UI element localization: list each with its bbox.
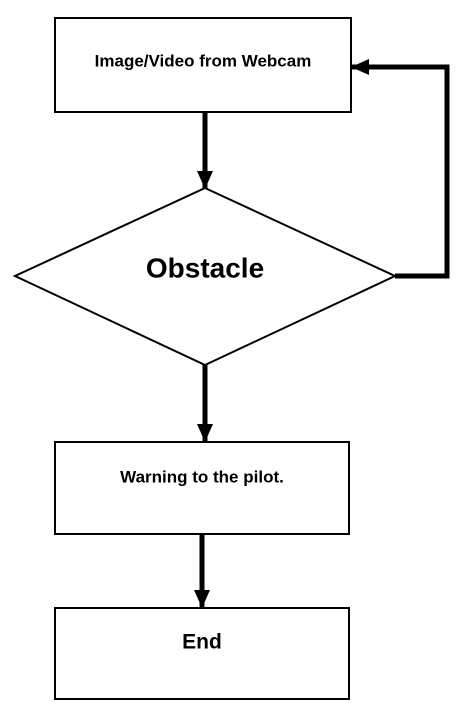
node-warning-box — [54, 441, 350, 535]
edge-decision-loop-to-input — [351, 59, 450, 279]
node-input-box — [54, 17, 352, 113]
node-end: End — [54, 607, 350, 700]
node-end-box — [54, 607, 350, 700]
node-decision-label: Obstacle — [146, 252, 264, 283]
node-warning: Warning to the pilot. — [54, 441, 350, 535]
node-decision: Obstacle — [12, 186, 398, 367]
node-input: Image/Video from Webcam — [54, 17, 352, 113]
node-end-label: End — [182, 631, 222, 654]
node-input-label: Image/Video from Webcam — [95, 51, 312, 70]
node-warning-label: Warning to the pilot. — [120, 467, 284, 486]
